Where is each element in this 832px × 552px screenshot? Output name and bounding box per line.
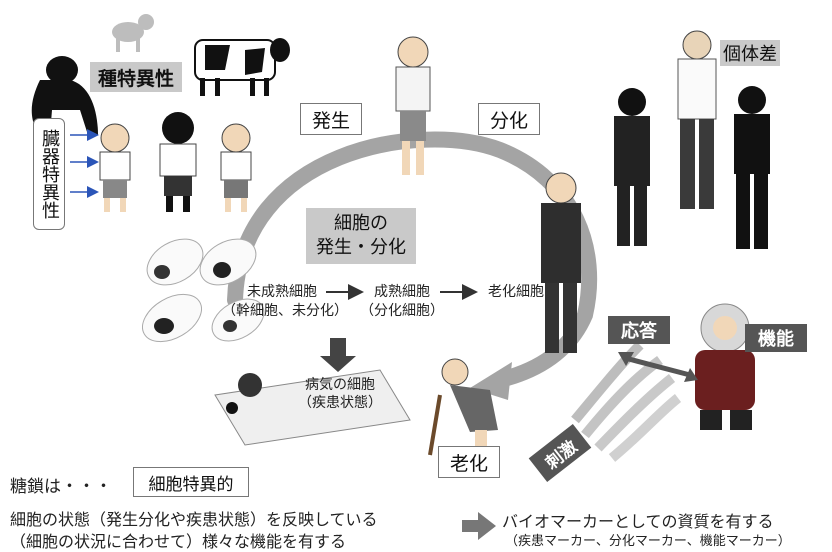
- child-figure-1: [99, 123, 131, 212]
- mature-cell-label: 成熟細胞: [374, 284, 430, 300]
- species-specificity-label: 種特異性: [90, 62, 182, 92]
- child-figure-2: [159, 112, 197, 212]
- disease-cell-line1: 病気の細胞: [305, 377, 375, 393]
- down-arrow: [320, 338, 356, 372]
- mature-cell-sub: （分化細胞）: [360, 303, 444, 319]
- individual-figures: [614, 30, 770, 249]
- dog-figure: [112, 14, 154, 52]
- response-label: 応答: [608, 316, 670, 344]
- cell-development-line1: 細胞の: [334, 213, 388, 234]
- cell-development-label: 細胞の 発生・分化: [306, 208, 416, 264]
- biomarker-line-2: （疾患マーカー、分化マーカー、機能マーカー）: [505, 534, 791, 549]
- bottom-line-1: 細胞の状態（発生分化や疾患状態）を反映している: [10, 510, 378, 529]
- aging-cell-label: 老化細胞: [488, 284, 544, 300]
- cell-images: [142, 238, 265, 343]
- bottom-line-2: （細胞の状況に合わせて）様々な機能を有する: [10, 532, 347, 551]
- organ-arrows: [70, 129, 99, 198]
- inuit-figure: [695, 303, 755, 430]
- biomarker-arrow: [462, 512, 496, 540]
- function-label: 機能: [745, 324, 807, 352]
- elderly-figure: [428, 358, 498, 460]
- immature-cell-sub: （幹細胞、未分化）: [222, 303, 348, 319]
- adult-figure: [541, 172, 581, 353]
- individual-difference-label: 個体差: [720, 40, 780, 66]
- child-figure-3: [220, 123, 252, 212]
- cell-development-line2: 発生・分化: [316, 237, 406, 258]
- aging-label: 老化: [438, 446, 500, 478]
- cell-specific-box: 細胞特異的: [133, 467, 249, 497]
- teen-figure: [395, 36, 431, 175]
- development-label: 発生: [300, 103, 362, 135]
- development-arc: [227, 131, 598, 400]
- immature-cell-text: 未成熟細胞: [247, 284, 317, 300]
- disease-cell-label: 病気の細胞 （疾患状態）: [280, 376, 400, 412]
- biomarker-line-1: バイオマーカーとしての資質を有する: [502, 512, 774, 531]
- disease-cell-line2: （疾患状態）: [298, 395, 382, 411]
- differentiation-label: 分化: [478, 103, 540, 135]
- sick-person-figure: [214, 369, 411, 446]
- response-arrow: [618, 352, 698, 382]
- glycan-prefix: 糖鎖は・・・: [10, 477, 112, 497]
- cow-figure: [194, 38, 290, 96]
- immature-cell-label: 未成熟細胞: [237, 283, 327, 301]
- organ-specificity-label: 臓器特異性: [33, 118, 65, 230]
